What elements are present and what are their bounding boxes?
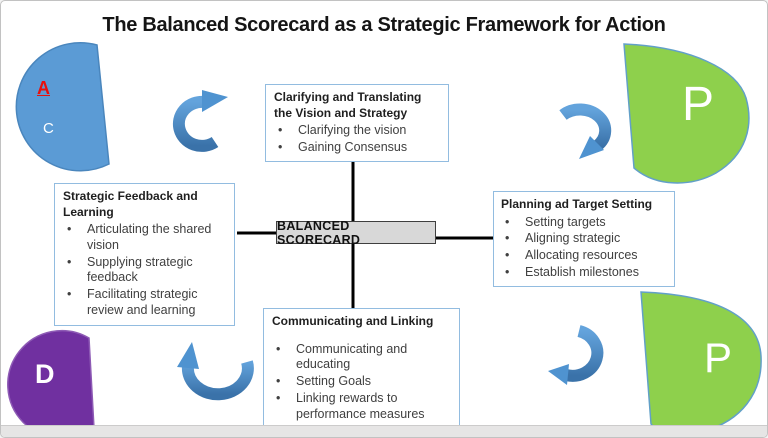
pdca-letter-check: C — [43, 120, 54, 137]
slide-title: The Balanced Scorecard as a Strategic Fr… — [102, 14, 666, 36]
pdca-letter-do: D — [35, 359, 55, 389]
bullet-item: Allocating resources — [501, 248, 666, 264]
bullet-item: Establish milestones — [501, 265, 666, 281]
box-title: Clarifying and Translating the Vision an… — [274, 90, 422, 120]
box-title: Communicating and Linking — [272, 314, 434, 328]
connector-lines — [237, 159, 494, 310]
bullet-item: Articulating the shared vision — [63, 222, 226, 254]
box-planning-target-setting: Planning ad Target Setting Setting targe… — [493, 191, 675, 287]
bullet-item: Clarifying the vision — [274, 123, 440, 139]
pdca-letter-plan-bottom: P — [703, 334, 732, 381]
bullet-list: Articulating the shared vision Supplying… — [63, 222, 226, 319]
bullet-list: Setting targets Aligning strategic Alloc… — [501, 215, 666, 281]
act-check-shape — [15, 42, 110, 172]
bullet-item: Facilitating strategic review and learni… — [63, 287, 226, 319]
cycle-arrow-bottom-right-icon — [548, 325, 604, 385]
bullet-item: Linking rewards to performance measures — [272, 391, 451, 423]
box-title: Strategic Feedback and Learning — [63, 189, 198, 219]
bullet-item: Supplying strategic feedback — [63, 255, 226, 287]
cycle-arrow-bottom-left-icon — [177, 342, 254, 401]
balanced-scorecard-node: BALANCED SCORECARD — [276, 219, 436, 247]
bullet-item: Gaining Consensus — [274, 140, 440, 156]
box-clarifying-translating: Clarifying and Translating the Vision an… — [265, 84, 449, 162]
pdca-letter-act: A — [37, 78, 50, 98]
bullet-item: Setting targets — [501, 215, 666, 231]
bottom-gray-band — [1, 425, 767, 437]
cycle-arrow-top-right-icon — [559, 103, 612, 159]
bullet-list: Clarifying the vision Gaining Consensus — [274, 123, 440, 156]
bullet-list: Communicating and educating Setting Goal… — [272, 342, 451, 423]
box-communicating-linking: Communicating and Linking Communicating … — [263, 308, 460, 430]
plan-shape-top — [623, 43, 750, 184]
bullet-item: Communicating and educating — [272, 342, 451, 374]
do-shape — [7, 329, 95, 437]
pdca-letter-plan-top: P — [681, 78, 714, 131]
cycle-arrow-top-left-icon — [172, 90, 228, 152]
bullet-item: Setting Goals — [272, 374, 451, 390]
box-title: Planning ad Target Setting — [501, 197, 653, 211]
box-strategic-feedback: Strategic Feedback and Learning Articula… — [54, 183, 235, 326]
bullet-item: Aligning strategic — [501, 231, 666, 247]
